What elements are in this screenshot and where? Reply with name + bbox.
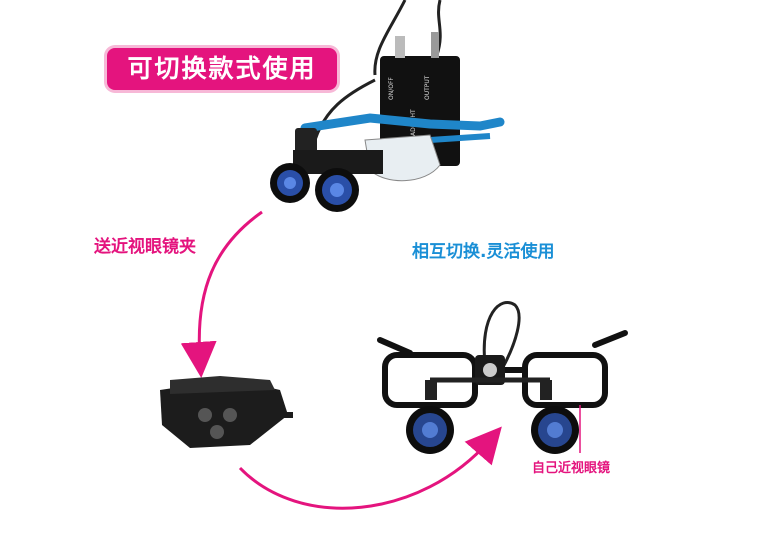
loupe-on-own-glasses: [377, 301, 628, 454]
device-side-label: LED HEADLIGHT: [410, 109, 417, 158]
switch-label: 相互切换.灵活使用: [412, 242, 555, 262]
loupe-headlight-product: ON/OFF OUTPUT LED HEADLIGHT: [270, 0, 505, 212]
title-banner: 可切换款式使用: [107, 48, 337, 90]
clip-label: 送近视眼镜夹: [94, 237, 196, 257]
device-top-label: ON/OFF: [388, 77, 395, 100]
arrow-to-glasses: [238, 426, 502, 510]
own-glasses-label: 自己近视眼镜: [532, 461, 611, 476]
myopia-clip: [160, 376, 293, 448]
device-output-label: OUTPUT: [424, 75, 431, 100]
arrow-to-clip: [180, 210, 263, 378]
